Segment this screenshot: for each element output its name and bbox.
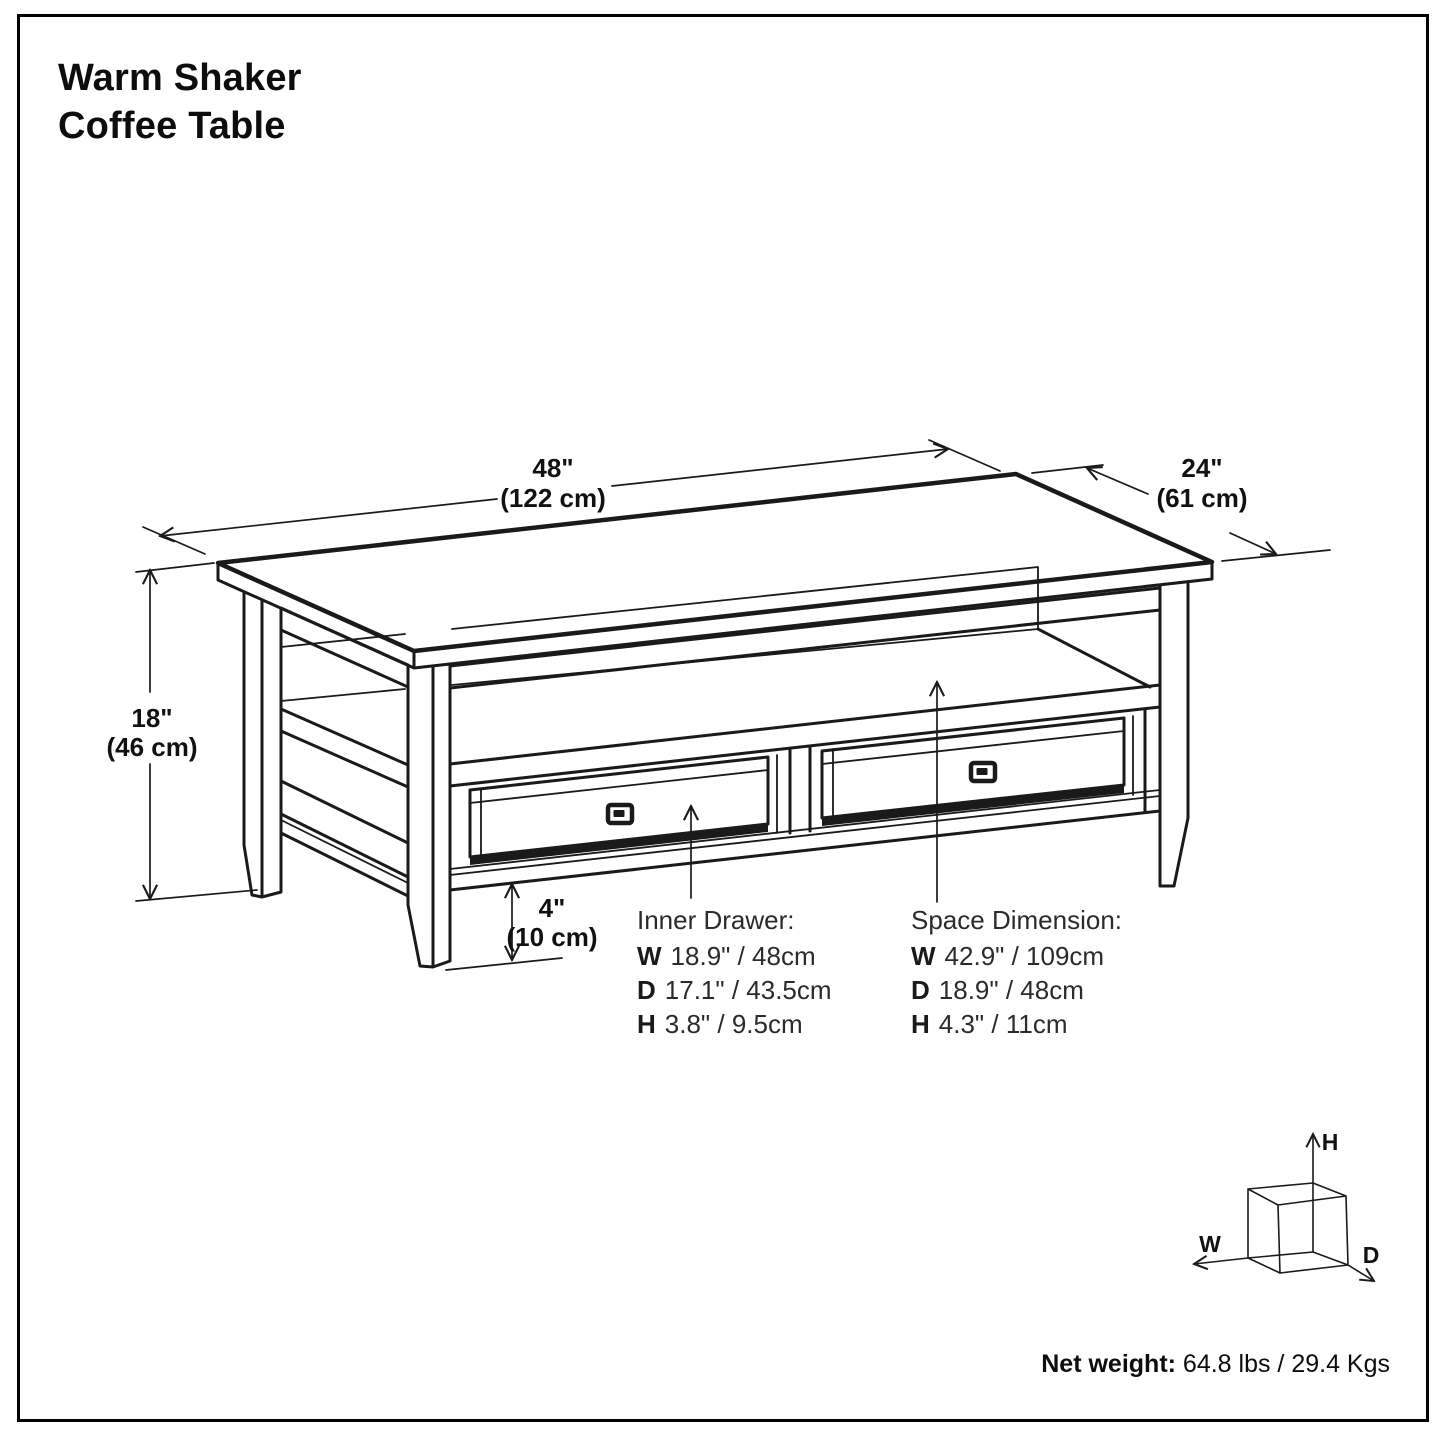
left-side-stretcher	[279, 812, 410, 898]
left-side-panel-bottom	[279, 779, 410, 845]
width-inches-label: 48"	[532, 453, 573, 483]
back-left-leg	[242, 590, 283, 899]
front-apron-rail	[448, 586, 1162, 690]
depth-dimension-lines	[1031, 464, 1331, 562]
space-dimension-callout: Space Dimension: W 42.9" / 109cm D 18.9" /…	[911, 903, 1122, 1041]
shelf-back-edge	[280, 628, 1039, 702]
width-dimension-lines	[142, 439, 1001, 555]
net-weight: Net weight: 64.8 lbs / 29.4 Kgs	[1041, 1350, 1390, 1379]
spec-axis: D	[911, 975, 930, 1005]
page-border	[17, 14, 1429, 1422]
table-top-surface	[215, 471, 1215, 654]
front-left-leg	[406, 662, 452, 969]
spec-axis: W	[637, 941, 662, 971]
shelf-cavity-back-edge	[280, 566, 1039, 648]
inner-drawer-callout: Inner Drawer: W 18.9" / 48cm D 17.1" / 43.…	[637, 903, 832, 1041]
spec-axis: D	[637, 975, 656, 1005]
width-cm-label: (122 cm)	[500, 483, 606, 513]
page-title: Warm Shaker Coffee Table	[58, 54, 302, 150]
cube-depth-axis-label: D	[1363, 1242, 1380, 1268]
spec-row: H 3.8" / 9.5cm	[637, 1007, 832, 1041]
spec-row: W 42.9" / 109cm	[911, 939, 1122, 973]
height-inches-label: 18"	[131, 703, 172, 733]
depth-cm-label: (61 cm)	[1156, 483, 1247, 513]
left-drawer-detail-lines	[469, 754, 778, 857]
net-weight-label: Net weight:	[1041, 1350, 1176, 1378]
shelf-front-band	[448, 683, 1162, 788]
left-drawer-shadow-band	[470, 824, 768, 865]
table-top-edge-band	[216, 560, 1214, 670]
clearance-cm-label: (10 cm)	[506, 922, 597, 952]
spec-value: 4.3" / 11cm	[938, 1009, 1068, 1039]
cube-height-axis-label: H	[1322, 1129, 1339, 1155]
spec-row: W 18.9" / 48cm	[637, 939, 832, 973]
spec-row: D 17.1" / 43.5cm	[637, 973, 832, 1007]
spec-value: 42.9" / 109cm	[944, 941, 1105, 971]
right-drawer-detail-lines	[821, 715, 1134, 817]
axis-cube-icon	[1194, 1134, 1374, 1281]
page-title-line1: Warm Shaker	[58, 57, 302, 99]
depth-inches-label: 24"	[1181, 453, 1222, 483]
front-right-leg	[1158, 581, 1190, 888]
shelf-right-receding-edge	[1036, 627, 1152, 689]
spec-axis: H	[637, 1009, 656, 1039]
clearance-inches-label: 4"	[539, 893, 566, 923]
spec-row: H 4.3" / 11cm	[911, 1007, 1122, 1041]
spec-value: 18.9" / 48cm	[938, 975, 1084, 1005]
height-cm-label: (46 cm)	[106, 732, 197, 762]
net-weight-value: 64.8 lbs / 29.4 Kgs	[1175, 1350, 1390, 1378]
spec-value: 17.1" / 43.5cm	[664, 975, 832, 1005]
left-apron-rail	[279, 606, 410, 689]
clearance-dimension-lines	[445, 879, 563, 971]
spec-row: D 18.9" / 48cm	[911, 973, 1122, 1007]
center-stile	[788, 745, 812, 835]
page-title-line2: Coffee Table	[58, 105, 286, 147]
spec-value: 18.9" / 48cm	[670, 941, 816, 971]
front-lower-molding	[449, 789, 1161, 876]
spec-axis: W	[911, 941, 936, 971]
height-dimension-lines	[135, 562, 258, 902]
right-drawer-pull	[968, 760, 998, 784]
shelf-left-band	[279, 707, 410, 789]
spec-axis: H	[911, 1009, 930, 1039]
spec-value: 3.8" / 9.5cm	[664, 1009, 803, 1039]
left-drawer-pull	[605, 802, 635, 826]
inner-drawer-title: Inner Drawer:	[637, 905, 795, 935]
space-dimension-title: Space Dimension:	[911, 905, 1122, 935]
cabinet-bottom-edge	[448, 809, 1162, 892]
left-side-stretcher-top-face	[280, 819, 409, 884]
cube-width-axis-label: W	[1199, 1231, 1221, 1257]
right-drawer-shadow-band	[822, 785, 1124, 826]
